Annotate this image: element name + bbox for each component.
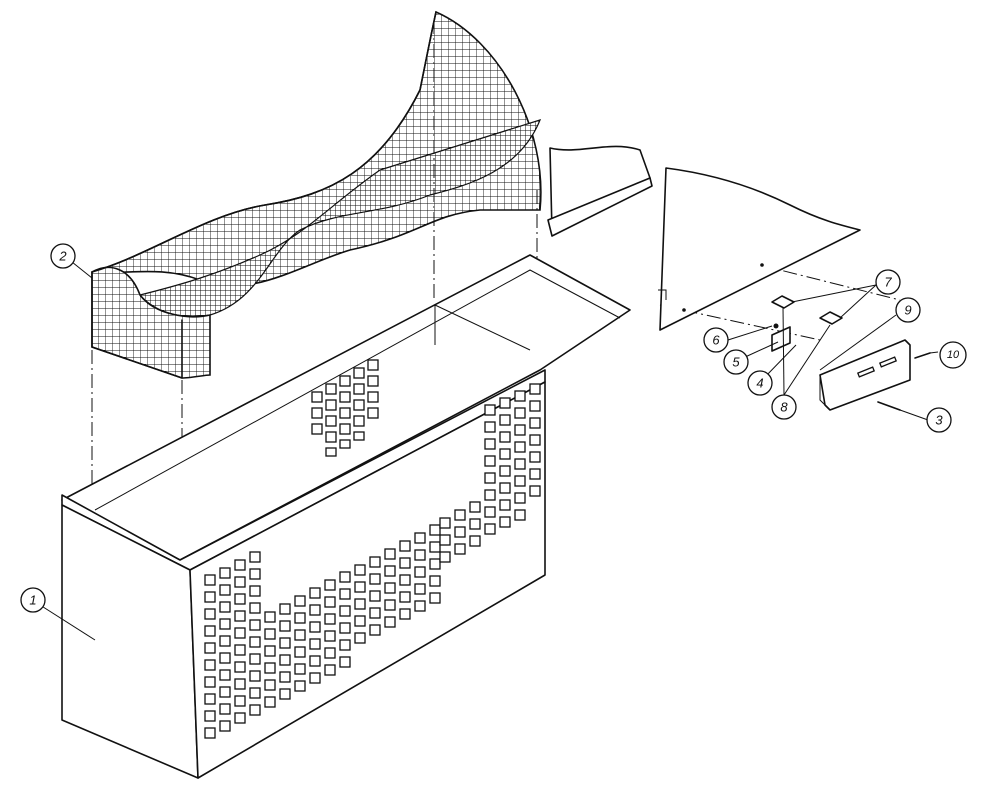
- callout-5-label: 5: [732, 355, 740, 370]
- callout-7: 7: [875, 269, 901, 295]
- leader-5: [742, 341, 779, 359]
- callout-8-label: 8: [780, 400, 788, 415]
- housing-inner-divider: [434, 304, 531, 351]
- mounting-panel: [658, 167, 861, 331]
- perforation-block-back: [311, 359, 379, 457]
- mesh-end-face: [91, 271, 183, 379]
- mounting-panel-sheet: [659, 167, 861, 331]
- leader-9: [819, 314, 897, 371]
- callout-4-label: 4: [756, 376, 763, 391]
- perforation-block-right: [439, 383, 541, 563]
- bracket-slot-2: [878, 356, 898, 368]
- leader-lines: [39, 261, 939, 641]
- leader-3: [899, 409, 929, 421]
- callout-7-label: 7: [884, 275, 892, 290]
- mounting-panel-tab: [658, 289, 667, 300]
- leader-7b: [839, 284, 877, 319]
- wall-plate-left-lip: [547, 177, 653, 237]
- mounting-bracket-flange: [819, 375, 829, 409]
- clip-upper: [771, 295, 795, 309]
- mesh-trough-floor: [138, 119, 542, 318]
- mounting-panel-hole-1: [760, 263, 764, 267]
- leader-7a: [791, 284, 877, 303]
- projection-line-6: [759, 264, 901, 301]
- callout-6-label: 6: [712, 333, 720, 348]
- leader-6: [727, 325, 773, 341]
- callout-6: 6: [703, 327, 729, 353]
- callout-10: 10: [939, 341, 967, 369]
- perforation-block-bottom: [264, 524, 441, 708]
- mesh-front-wall: [91, 266, 211, 379]
- mesh-rim: [91, 11, 437, 273]
- callout-10-label: 10: [947, 349, 960, 361]
- mesh-basket: [91, 10, 542, 379]
- mounting-panel-hole-2: [682, 308, 686, 312]
- leader-4: [763, 344, 797, 379]
- callout-9-label: 9: [904, 303, 911, 318]
- screw-3: [877, 401, 901, 411]
- housing-front-panel: [189, 381, 546, 779]
- callout-9: 9: [895, 297, 921, 323]
- screw-10: [914, 352, 931, 359]
- leader-8a: [782, 306, 785, 396]
- callout-1: 1: [20, 587, 46, 613]
- spacer-block: [771, 326, 791, 352]
- clip-lower: [819, 311, 843, 325]
- hardware-parts: [771, 295, 931, 411]
- callout-4: 4: [747, 370, 773, 396]
- leader-10: [929, 351, 939, 354]
- leader-8b: [783, 324, 831, 396]
- callout-2: 2: [50, 243, 76, 269]
- leader-1: [39, 604, 96, 641]
- callout-2-label: 2: [58, 249, 67, 264]
- leader-2: [71, 261, 93, 279]
- callout-5: 5: [723, 349, 749, 375]
- housing-inner-back: [94, 269, 621, 511]
- callout-3: 3: [926, 407, 952, 433]
- perforation-block-left: [204, 551, 261, 739]
- bracket-slot-1: [856, 366, 876, 378]
- perforation-pattern: [204, 359, 541, 739]
- callout-8: 8: [771, 394, 797, 420]
- washer: [773, 323, 779, 329]
- callout-3-label: 3: [935, 413, 943, 428]
- wall-plate-fragment: [547, 145, 653, 237]
- callout-1-label: 1: [29, 593, 36, 608]
